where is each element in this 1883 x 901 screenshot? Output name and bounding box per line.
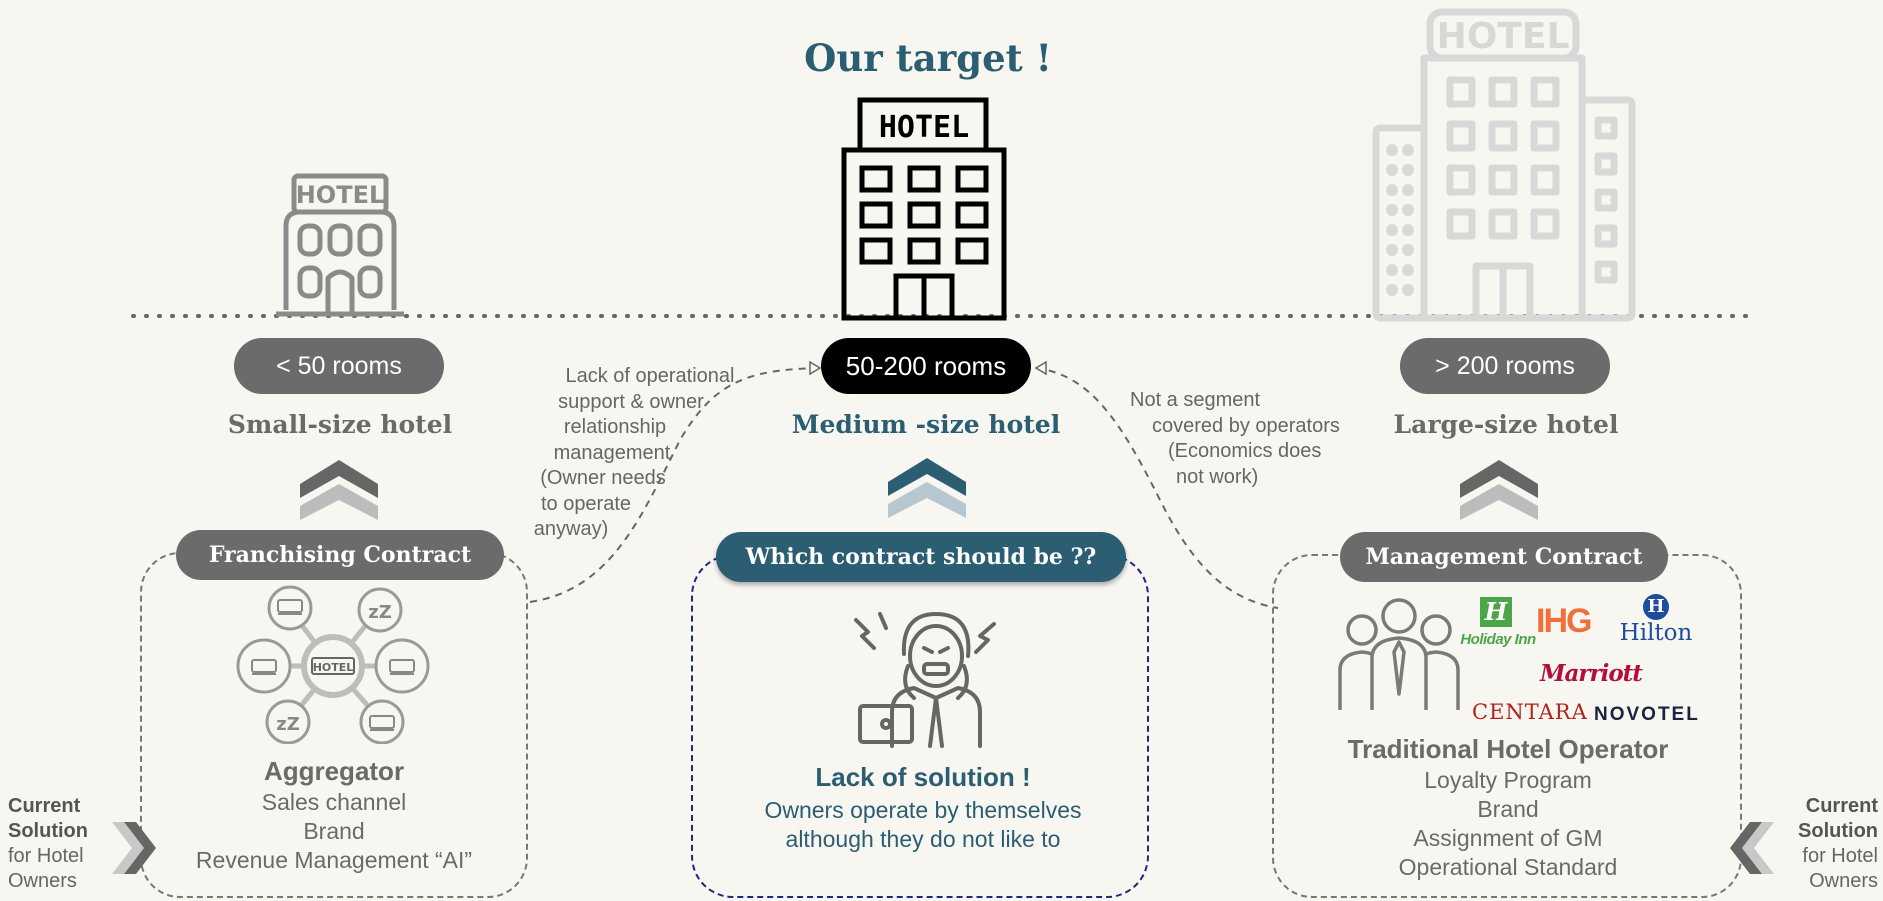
brand-hilton: H Hilton [1619,594,1693,646]
target-label: Our target ! [804,36,1052,80]
management-lines: Loyalty Program Brand Assignment of GM O… [1398,767,1618,880]
management-header: Management Contract [1340,532,1668,582]
large-rooms-pill: > 200 rooms [1400,338,1610,394]
small-rooms-pill: < 50 rooms [234,338,444,394]
small-chevron-up-icon [300,460,378,520]
chevron-right-icon [112,822,156,874]
brand-novotel: NOVOTEL [1594,704,1700,725]
franchising-header: Franchising Contract [176,530,504,580]
large-rooms-label: > 200 rooms [1435,351,1575,380]
business-people-icon [1338,598,1460,710]
large-hotel-title: Large-size hotel [1393,410,1619,439]
connector-left-arrow [809,360,822,376]
unknown-contract-lines: Owners operate by themselves although th… [764,797,1082,852]
svg-text:HOTEL: HOTEL [879,110,969,145]
current-solution-left: Current Solution for Hotel Owners [8,795,88,892]
management-title: Traditional Hotel Operator [1347,734,1669,764]
medium-hotel-icon: HOTEL [841,97,1007,321]
svg-text:HOTEL: HOTEL [313,661,354,674]
unknown-contract-title: Lack of solution ! [815,762,1031,792]
franchising-title: Aggregator [263,756,405,786]
svg-text:zZ: zZ [276,714,300,735]
cropped-heading-fragment: ​ [262,0,282,8]
small-rooms-label: < 50 rooms [276,351,402,380]
brand-holiday-inn: H Holiday Inn [1460,597,1536,648]
aggregator-network-icon: HOTEL zZ zZ [236,585,430,744]
svg-text:HOTEL: HOTEL [1437,16,1570,57]
large-chevron-up-icon [1460,460,1538,520]
connector-right [1035,367,1279,609]
svg-text:zZ: zZ [368,602,392,623]
chevron-left-icon [1730,822,1774,874]
medium-rooms-label: 50-200 rooms [845,350,1007,381]
brand-centara: CENTARA [1472,700,1588,724]
left-note: Lack of operational support & owner rela… [533,365,735,540]
unknown-contract-header: Which contract should be ?? [716,532,1126,582]
small-hotel-icon: HOTEL [276,173,404,317]
small-hotel-title: Small-size hotel [227,410,453,439]
large-hotel-icon: HOTEL [1372,8,1636,322]
connector-right-arrow [1034,360,1047,376]
right-note: Not a segment covered by operators (Econ… [1130,389,1340,488]
stressed-person-icon [854,612,996,748]
brand-ihg: IHG [1536,602,1592,640]
svg-text:HOTEL: HOTEL [296,181,385,209]
franchising-lines: Sales channel Brand Revenue Management “… [195,789,473,873]
medium-hotel-title: Medium -size hotel [791,410,1061,439]
brand-marriott: Marriott [1540,660,1643,687]
medium-rooms-pill: 50-200 rooms [821,338,1031,394]
medium-chevron-up-icon [888,458,966,518]
current-solution-right: Current Solution for Hotel Owners [1798,795,1878,892]
